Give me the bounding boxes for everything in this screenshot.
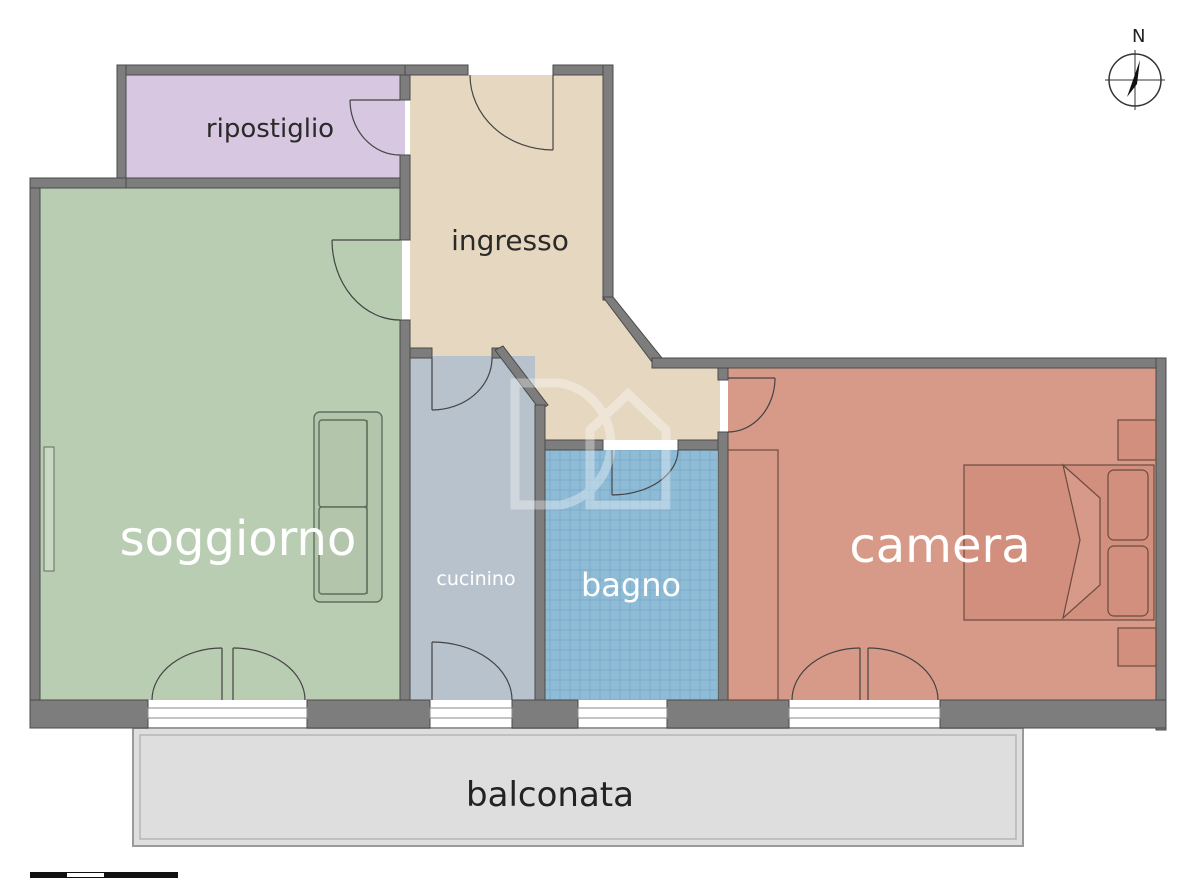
label-ingresso: ingresso [451, 224, 569, 257]
label-bagno: bagno [581, 566, 681, 604]
walls [29, 64, 1167, 731]
label-soggiorno: soggiorno [120, 511, 357, 567]
label-camera: camera [849, 518, 1030, 574]
compass-north-label: N [1132, 26, 1146, 47]
watermark-logo [510, 378, 671, 510]
label-balconata: balconata [466, 775, 634, 815]
label-ripostiglio: ripostiglio [206, 114, 334, 144]
room-bagno-fill [545, 450, 717, 700]
doors [151, 74, 939, 701]
scale-bar [30, 872, 178, 878]
room-cucinino-fill [410, 356, 535, 700]
soggiorno-side-window [43, 446, 55, 572]
bed [963, 419, 1157, 667]
room-ripostiglio-fill [125, 75, 405, 178]
balconata-railing [139, 734, 1017, 840]
wardrobe [727, 449, 779, 701]
sofa [313, 411, 383, 603]
room-balconata-fill [132, 727, 1024, 847]
windows [147, 707, 941, 719]
compass-icon [1105, 50, 1165, 110]
label-cucinino: cucinino [436, 568, 515, 590]
